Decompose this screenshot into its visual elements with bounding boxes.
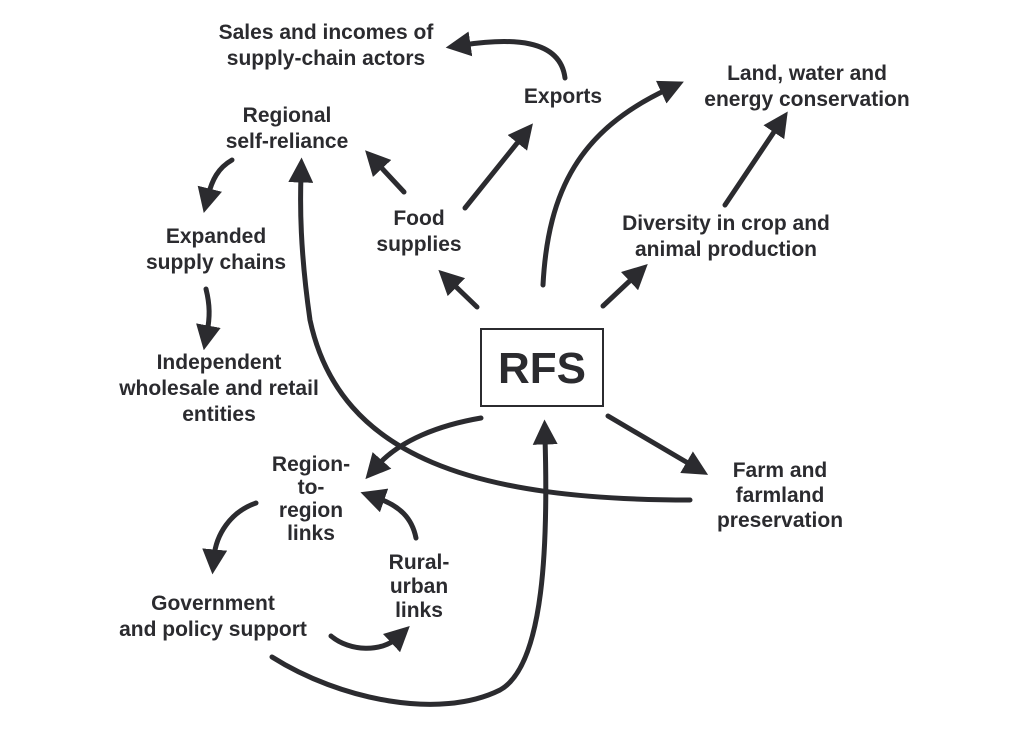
node-land-water-energy: Land, water and energy conservation — [704, 62, 909, 111]
arrow-rfs-to-diversity — [600, 264, 648, 309]
rfs-box — [480, 328, 604, 407]
arrow-exports-to-sales — [445, 31, 568, 81]
arrow-rfs-to-land — [540, 80, 684, 288]
node-line: supplies — [376, 233, 461, 256]
node-line: to- — [298, 476, 325, 499]
arrow-food-to-self-reliance — [365, 150, 407, 195]
node-line: self-reliance — [226, 130, 349, 153]
node-line: entities — [182, 403, 256, 426]
node-government-support: Government and policy support — [119, 592, 307, 641]
node-sales-incomes: Sales and incomes of supply-chain actors — [219, 21, 435, 70]
node-line: energy conservation — [704, 88, 909, 111]
node-expanded-supply-chains: Expanded supply chains — [146, 225, 286, 274]
node-line: Rural- — [389, 551, 450, 574]
node-line: Regional — [243, 104, 332, 127]
node-line: Food — [393, 207, 444, 230]
arrow-government-to-rural — [328, 626, 410, 653]
node-exports: Exports — [524, 85, 602, 108]
node-line: region — [279, 499, 343, 522]
node-independent-entities: Independent wholesale and retail entities — [118, 351, 319, 426]
node-line: supply chains — [146, 251, 286, 274]
node-regional-self-reliance: Regional self-reliance — [226, 104, 349, 153]
node-line: links — [395, 599, 443, 622]
arrow-diversity-to-land — [722, 111, 788, 208]
arrow-expanded-to-independent — [196, 286, 221, 351]
node-line: and policy support — [119, 618, 307, 641]
arrow-rural-to-region — [360, 488, 419, 541]
arrow-rfs-to-region — [365, 415, 484, 480]
node-line: Farm and — [733, 459, 828, 482]
node-line: Diversity in crop and — [622, 212, 830, 235]
node-line: Expanded — [166, 225, 266, 248]
node-food-supplies: Food supplies — [376, 207, 461, 256]
rfs-label: RFS — [498, 344, 586, 393]
rfs-node: RFS — [480, 328, 604, 407]
arrow-region-to-government — [202, 500, 259, 575]
node-line: urban — [390, 575, 448, 598]
node-line: animal production — [635, 238, 817, 261]
node-line: Independent — [157, 351, 282, 374]
node-line: Sales and incomes of — [219, 21, 435, 44]
node-line: Exports — [524, 85, 602, 108]
arrow-rfs-to-food — [438, 269, 480, 310]
node-line: preservation — [717, 509, 843, 532]
arrow-government-to-rfs — [269, 419, 558, 707]
node-line: Government — [151, 592, 275, 615]
arrows — [196, 31, 788, 707]
node-line: supply-chain actors — [227, 47, 425, 70]
arrow-rfs-to-farm — [605, 413, 709, 475]
arrow-food-to-exports — [462, 123, 533, 211]
node-line: wholesale and retail — [118, 377, 319, 400]
arrow-self-reliance-to-expanded — [197, 157, 235, 213]
node-line: links — [287, 522, 335, 545]
node-line: farmland — [736, 484, 825, 507]
node-line: Region- — [272, 453, 350, 476]
node-line: Land, water and — [727, 62, 887, 85]
node-diversity: Diversity in crop and animal production — [622, 212, 830, 261]
